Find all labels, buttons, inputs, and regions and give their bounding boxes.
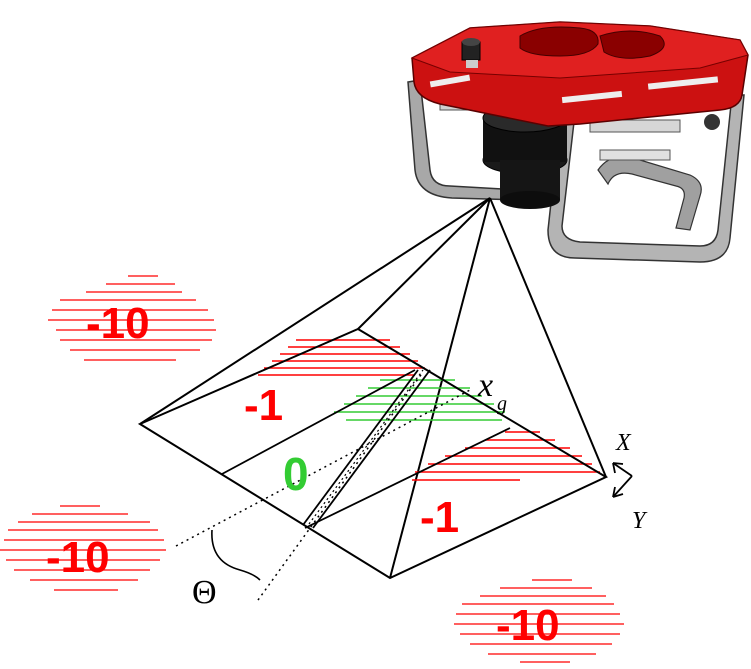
view-footprint [137,327,609,580]
far-penalty-label-left-top: -10 [86,299,150,348]
far-penalty-label-left-bottom: -10 [46,533,110,582]
region-label-goal: 0 [283,448,309,500]
region-label-upper: -1 [244,381,283,430]
far-penalty-hatch-right [454,579,624,663]
heading-strip [302,369,431,529]
angle-symbol: Θ [192,574,217,611]
axis-x-label: X [615,430,632,456]
far-penalty-hatch-left [0,505,166,591]
far-penalty-label-right-bottom: -10 [496,601,560,650]
goal-subscript: g [497,393,507,415]
goal-symbol: x [477,367,493,404]
axis-y-label: Y [632,508,648,534]
underwater-rov-icon [407,21,749,263]
penalty-region-upper [258,339,425,376]
region-label-lower: -1 [420,493,459,542]
penalty-region-lower [412,431,600,481]
far-penalty-hatch-top [48,275,216,361]
angle-arc [211,529,261,581]
goal-region [334,379,505,421]
coordinate-axes-icon [612,462,633,498]
goal-direction-lines [175,371,471,601]
